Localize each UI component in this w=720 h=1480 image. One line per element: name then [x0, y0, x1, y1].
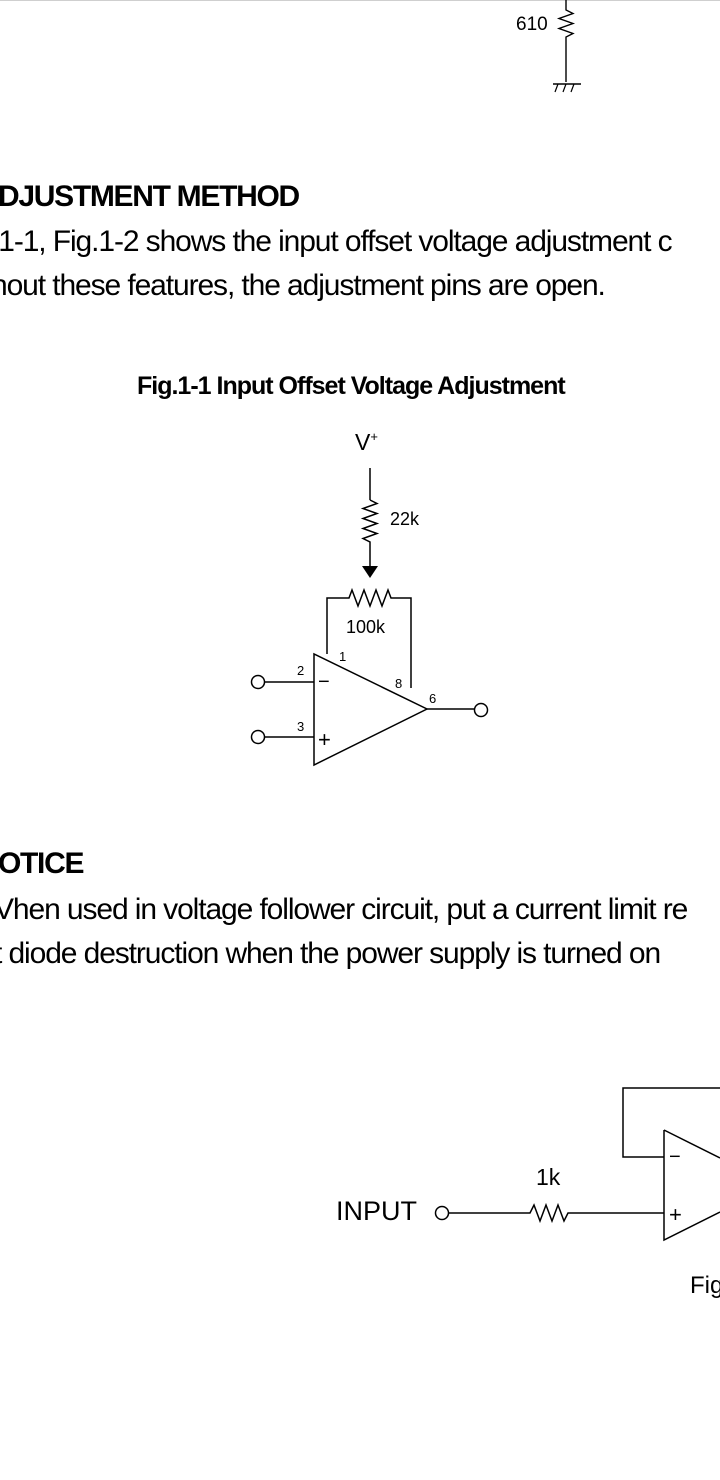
noninverting-sign: +	[318, 727, 331, 752]
section1-line-1: .1-1, Fig.1-2 shows the input offset vol…	[0, 225, 673, 258]
top-resistor-label: 610	[516, 14, 548, 35]
opamp-triangle-partial	[663, 1129, 720, 1242]
potentiometer-100k	[326, 587, 412, 688]
top-resistor	[556, 0, 576, 82]
figure-2-caption-partial: Fig	[690, 1272, 720, 1299]
pin-8-label: 8	[395, 676, 402, 691]
potentiometer-label: 100k	[346, 617, 386, 637]
resistor-22k-label: 22k	[390, 509, 420, 529]
pin-6-label: 6	[429, 691, 436, 706]
supply-label: V+	[355, 429, 378, 455]
resistor-22k	[360, 499, 380, 566]
pin-1-label: 1	[339, 649, 346, 664]
noninverting-sign-2: +	[669, 1202, 682, 1227]
section-heading-notice: OTICE	[0, 847, 84, 880]
inverting-sign-2: −	[669, 1146, 681, 1168]
output-terminal	[473, 702, 489, 718]
opamp-triangle	[313, 652, 429, 767]
input-label: INPUT	[336, 1196, 417, 1226]
input-terminal-2	[250, 674, 266, 690]
resistor-1k	[449, 1202, 664, 1224]
pin-3-label: 3	[297, 719, 304, 734]
figure-1-title: Fig.1-1 Input Offset Voltage Adjustment	[137, 372, 566, 400]
section1-line-2: hout these features, the adjustment pins…	[0, 269, 606, 302]
pin-2-label: 2	[297, 663, 304, 678]
wiper-arrow-icon	[362, 566, 378, 578]
input-terminal-3	[250, 729, 266, 745]
input-terminal	[434, 1205, 450, 1221]
inverting-sign: −	[318, 671, 330, 693]
feedback-wire	[622, 1087, 720, 1158]
ground-symbol	[553, 83, 581, 93]
resistor-1k-label: 1k	[536, 1164, 561, 1190]
top-schematic: 610	[516, 0, 581, 93]
section2-line-2: t diode destruction when the power suppl…	[0, 937, 661, 970]
page-top-border	[0, 0, 720, 1]
section-heading-adjustment: DJUSTMENT METHOD	[0, 180, 300, 213]
section2-line-1: Vhen used in voltage follower circuit, p…	[0, 893, 688, 926]
